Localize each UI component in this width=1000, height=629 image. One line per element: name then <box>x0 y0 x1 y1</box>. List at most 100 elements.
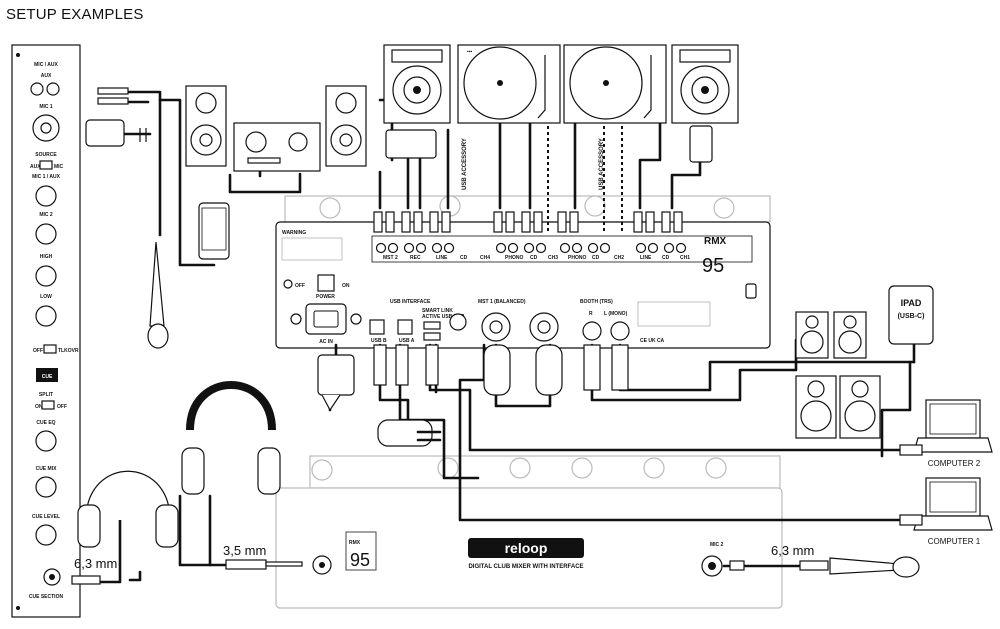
jack-plug-icon <box>583 344 601 391</box>
booth-r-label: R <box>589 311 593 317</box>
rca-jack-icon[interactable] <box>571 242 583 254</box>
rca-plug-icon <box>441 211 451 233</box>
mic1-aux-gain-knob[interactable] <box>35 185 57 207</box>
usb-a-label: USB A <box>399 338 415 344</box>
cue-level-knob[interactable] <box>35 524 57 546</box>
rca-plug-icon <box>97 87 129 95</box>
amplifier-icon <box>233 122 321 172</box>
split-switch[interactable] <box>41 400 55 410</box>
screw-icon <box>16 53 20 57</box>
warning-label: WARNING <box>282 230 306 236</box>
ac-in-label: AC IN <box>319 339 333 345</box>
power-plug-icon <box>317 354 355 396</box>
rca-jack-icon[interactable] <box>415 242 427 254</box>
rca-jack-icon[interactable] <box>507 242 519 254</box>
split-label: SPLIT <box>39 392 53 398</box>
rca-jack-icon[interactable] <box>495 242 507 254</box>
input-label-7: CH3 <box>548 255 558 261</box>
low-eq-knob[interactable] <box>35 305 57 327</box>
rca-jack-icon[interactable] <box>403 242 415 254</box>
rca-jack-icon[interactable] <box>587 242 599 254</box>
input-label-3: CD <box>460 255 468 261</box>
input-label-1: REC <box>410 255 421 261</box>
talkover-label: TLKOVR <box>58 348 79 354</box>
computer1-label: COMPUTER 1 <box>928 537 981 546</box>
usb-plug-icon <box>899 444 923 456</box>
active-usb-hub-label: ACTIVE USB HUB <box>422 314 465 320</box>
usb-b-label: USB B <box>371 338 387 344</box>
page-title: SETUP EXAMPLES <box>6 6 144 23</box>
handheld-mic-left-icon <box>147 241 169 349</box>
mic2-gain-knob[interactable] <box>35 223 57 245</box>
power-switch[interactable] <box>317 274 335 292</box>
rca-jack-icon[interactable] <box>663 242 675 254</box>
phone-icon <box>689 125 713 163</box>
usb-a-port[interactable] <box>397 319 413 335</box>
booth-l-label: L (MONO) <box>604 311 628 317</box>
rca-plug-icon <box>633 211 643 233</box>
talkover-switch[interactable] <box>43 344 57 354</box>
rca-jack-icon[interactable] <box>375 242 387 254</box>
mic-aux-label: MIC / AUX <box>34 62 58 68</box>
low-label: LOW <box>40 294 52 300</box>
kensington-icon <box>745 283 757 299</box>
input-label-5: PHONO <box>505 255 523 261</box>
ipad-label: IPAD <box>901 298 922 308</box>
rca-jack-icon[interactable] <box>387 242 399 254</box>
mixer-rear-panel: WARNING OFF ON POWER AC IN USB INTERFACE… <box>275 195 771 349</box>
mic2-label: MIC 2 <box>39 212 53 218</box>
rca-jack-icon[interactable] <box>535 242 547 254</box>
xlr-male-icon <box>483 344 511 396</box>
rca-jack-icon[interactable] <box>431 242 443 254</box>
cue-eq-knob[interactable] <box>35 430 57 452</box>
monitor-speaker-right-icon <box>833 311 867 359</box>
aux-label: AUX <box>41 73 52 79</box>
input-label-2: LINE <box>436 255 448 261</box>
usb-accessory-right-label: USB ACCESSORY <box>599 138 605 190</box>
front-mic2-label: MIC 2 <box>710 542 724 548</box>
front-rmx-number: 95 <box>350 550 370 570</box>
rca-plug-icon <box>97 97 129 105</box>
reloop-logo <box>468 538 584 558</box>
cue-button[interactable] <box>36 368 58 382</box>
rca-jack-icon[interactable] <box>675 242 687 254</box>
rear-rmx-number: 95 <box>702 255 724 277</box>
computer2-label: COMPUTER 2 <box>928 459 981 468</box>
rca-plug-icon <box>373 211 383 233</box>
cd-player-right-icon <box>671 44 739 124</box>
cue-level-label: CUE LEVEL <box>32 514 60 520</box>
rca-plug-icon <box>385 211 395 233</box>
mic1-label: MIC 1 <box>39 104 53 110</box>
ipad-icon <box>888 285 934 345</box>
trs-right-icon <box>582 321 602 341</box>
rca-jack-icon[interactable] <box>523 242 535 254</box>
rca-plug-icon <box>645 211 655 233</box>
aux-rca-right-icon <box>46 82 60 96</box>
usb-b-port[interactable] <box>369 319 385 335</box>
xlr-plug-icon <box>85 119 125 147</box>
source-switch[interactable] <box>39 160 53 170</box>
trs-left-icon <box>610 321 630 341</box>
aux-rca-left-icon <box>30 82 44 96</box>
headphones-mid-icon <box>181 381 281 495</box>
rca-jack-icon[interactable] <box>647 242 659 254</box>
handheld-mic-right-icon <box>829 556 920 578</box>
rca-plug-icon <box>505 211 515 233</box>
source-label: SOURCE <box>35 152 57 158</box>
jack-6-3-right-icon <box>799 560 829 571</box>
rca-jack-icon[interactable] <box>599 242 611 254</box>
usb-interface-label: USB INTERFACE <box>390 299 431 305</box>
rca-jack-icon[interactable] <box>443 242 455 254</box>
off-label: OFF <box>33 348 43 354</box>
cue-mix-knob[interactable] <box>35 476 57 498</box>
computer1-icon <box>913 477 993 531</box>
high-eq-knob[interactable] <box>35 265 57 287</box>
booth-speaker-right-icon <box>839 375 881 439</box>
rca-jack-icon[interactable] <box>635 242 647 254</box>
rca-plug-icon <box>673 211 683 233</box>
rca-plug-icon <box>661 211 671 233</box>
rca-jack-icon[interactable] <box>559 242 571 254</box>
input-label-12: CD <box>662 255 670 261</box>
jack-right-label: 6,3 mm <box>771 543 814 558</box>
rca-plug-icon <box>569 211 579 233</box>
